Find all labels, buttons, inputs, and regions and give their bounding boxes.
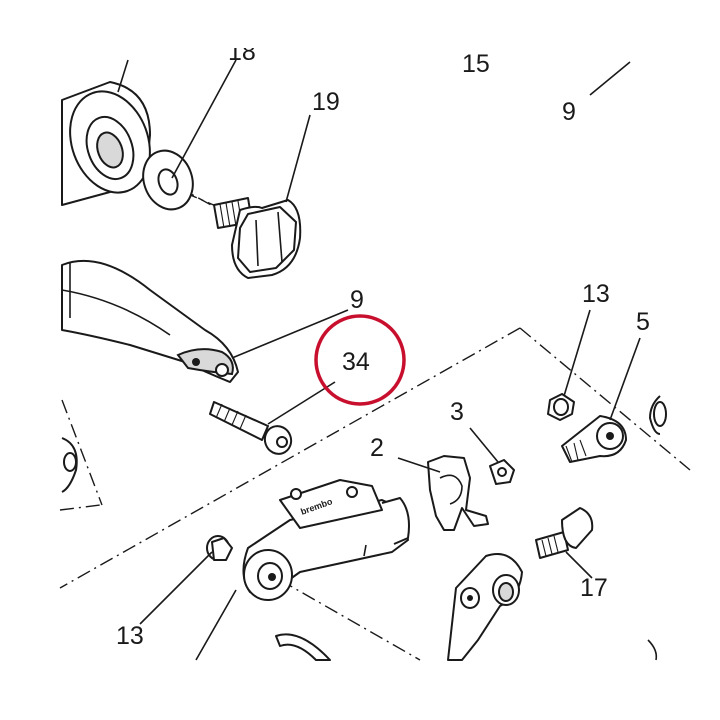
reservoir-bracket-part [427,455,489,531]
ring-fragment [649,395,667,435]
long-bolt-part [209,401,293,455]
highlight-callout-circle [314,314,406,406]
label-part-2: 2 [370,434,384,462]
label-part-17: 17 [580,574,608,602]
top-crop-mask [200,0,520,48]
pedal-arm-part [447,553,658,661]
leader-lines [139,59,641,625]
label-part-5: 5 [636,308,650,336]
label-part-9-mid: 9 [350,286,364,314]
part-number-labels: 18 15 9 19 9 34 13 5 3 2 13 17 [116,38,650,650]
nut-lower-part [206,535,233,561]
label-part-13-bottom: 13 [116,622,144,650]
flange-bolt-part [213,197,302,279]
label-part-34: 34 [342,348,370,376]
swingarm-end [61,259,239,383]
wheel-spacer [61,59,151,206]
rod-end-part [561,415,627,463]
label-part-3: 3 [450,398,464,426]
nut-upper-part [547,393,575,421]
label-part-13-top: 13 [582,280,610,308]
arc-fragment [195,589,331,661]
label-part-19: 19 [312,88,340,116]
short-bolt-part [535,507,594,559]
bracket-fragment [61,437,78,493]
master-cylinder: brembo [242,479,410,601]
label-part-9-top: 9 [562,98,576,126]
label-part-15: 15 [462,50,490,78]
nut-small-part [489,459,515,485]
